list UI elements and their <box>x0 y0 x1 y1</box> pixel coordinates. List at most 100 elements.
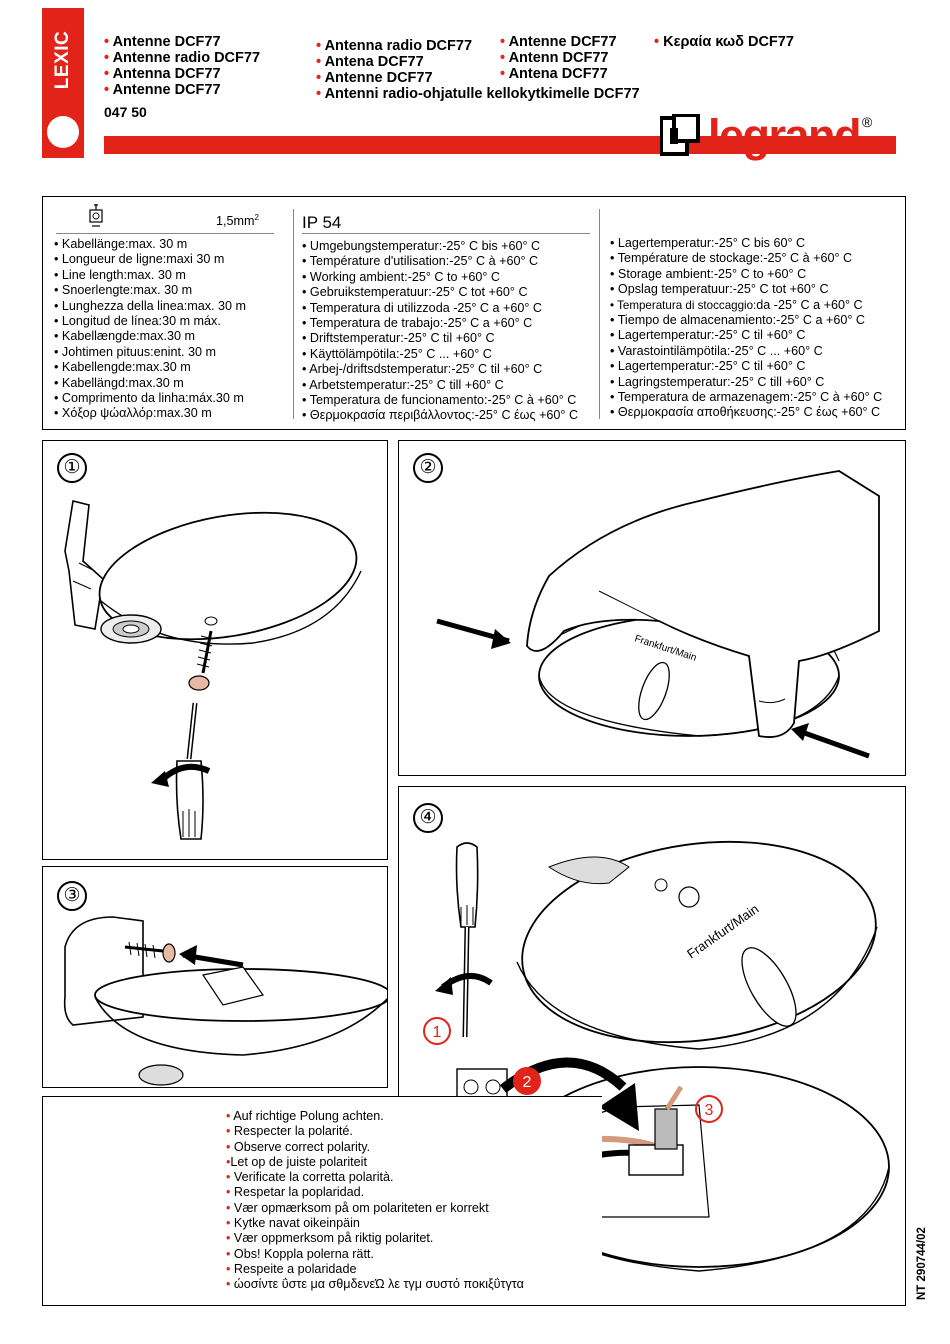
step-number: ② <box>413 453 443 483</box>
spec-label: Lagringstemperatur: <box>617 374 731 389</box>
title-line: • Antenne DCF77 <box>104 34 221 50</box>
spec-label: Varastointilämpötila: <box>617 343 731 358</box>
polarity-line: • ώοσίντε ΰστε μα σθμδενεΏ λε τγμ συστό … <box>226 1277 524 1292</box>
polarity-line: •Let op de juiste polariteit <box>226 1154 367 1169</box>
spec-label: Lunghezza della linea: <box>61 298 188 313</box>
legrand-wordmark: legrand <box>708 110 862 161</box>
spec-row: • Θερμοκρασία περιβάλλοντος:-25° C έως +… <box>302 408 579 423</box>
polarity-line: • Observe correct polarity. <box>226 1139 371 1154</box>
spec-label: Lagertemperatur: <box>617 328 715 343</box>
figure-panel-2: ② Frankfurt/Main <box>398 440 906 776</box>
spec-row: • Temperatura di stoccaggio:da -25° C a … <box>610 297 863 312</box>
spec-row: • Lagringstemperatur:-25° C till +60° C <box>610 374 825 389</box>
spec-value: -25° C a +60° C <box>776 313 865 328</box>
spec-value: -25° C έως +60° C <box>474 408 579 423</box>
spec-row: • Kabellänge:max. 30 m <box>54 237 188 251</box>
spec-row: • Tiempo de almacenamiento:-25° C a +60°… <box>610 313 865 328</box>
spec-row: • Gebruikstemperatuur:-25° C tot +60° C <box>302 285 528 300</box>
spec-row: • Lagertemperatur:-25° C til +60° C <box>610 359 806 374</box>
cable-section: 1,5mm2 <box>216 213 259 229</box>
spec-label: Kabellänge: <box>61 237 129 251</box>
spec-row: • Kabellengde:max.30 m <box>54 360 191 375</box>
spec-label: Température de stockage: <box>617 251 764 266</box>
figure-2-drawing: Frankfurt/Main <box>436 470 880 759</box>
registered-mark: ® <box>862 114 873 130</box>
spec-value: -25° C til +60° C <box>451 362 543 377</box>
title-line: • Antena DCF77 <box>316 54 424 70</box>
spec-label: Temperatura de trabajo: <box>309 316 444 331</box>
spec-row: • Comprimento da linha:máx.30 m <box>54 391 244 406</box>
title-line: • Antenne DCF77 <box>500 34 617 50</box>
spec-row: • Storage ambient:-25° C to +60° C <box>610 266 807 281</box>
spec-label: Arbej-/driftsdstemperatur: <box>309 362 452 377</box>
spec-label: Temperatura di stoccaggio: <box>617 298 757 312</box>
spec-row: • Longitud de línea:30 m máx. <box>54 314 221 329</box>
spec-row: • Lagertemperatur:-25° C til +60° C <box>610 328 806 343</box>
polarity-line: • Obs! Koppla polerna rätt. <box>226 1246 374 1261</box>
spec-label: Temperatura de funcionamento: <box>309 393 488 408</box>
title-column-2: • Antenna radio DCF77 • Antena DCF77 • A… <box>316 38 640 102</box>
spec-label: Θερμοκρασία περιβάλλοντος: <box>309 408 475 423</box>
ip-rating: IP 54 <box>302 213 342 232</box>
title-line: • Antenn DCF77 <box>500 50 609 66</box>
spec-value: 30 m máx. <box>162 314 221 329</box>
rule <box>56 233 274 234</box>
spec-label: Lagertemperatur: <box>617 359 715 374</box>
spec-value: -25° C til +60° C <box>714 328 806 343</box>
polarity-line: • Respetar la poplaridad. <box>226 1185 365 1200</box>
polarity-line: • Kytke navat oikeinpäin <box>226 1216 360 1231</box>
lexic-dot-icon <box>47 116 79 148</box>
spec-row: • Temperatura de armazenagem:-25° C à +6… <box>610 390 883 405</box>
spec-label: Arbetstemperatur: <box>309 377 411 392</box>
spec-label: Line length: <box>61 267 128 282</box>
spec-label: Comprimento da linha: <box>61 391 189 406</box>
figure-1-drawing <box>64 500 362 840</box>
spec-value: -25° C bis +60° C <box>442 239 541 253</box>
working-temperature-list: • Umgebungstemperatur:-25° C bis +60° C•… <box>302 239 578 424</box>
spec-label: Kabellængde: <box>61 329 140 344</box>
title-line: • Antenna DCF77 <box>104 66 221 82</box>
spec-value: enint. 30 m <box>153 344 216 359</box>
polarity-line: • Respeite a polaridade <box>226 1261 357 1276</box>
spec-label: Χόξορ ψώαλλόρ: <box>61 406 157 421</box>
spec-label: Temperatura di utilizzo <box>309 300 436 315</box>
polarity-line: • Respecter la polarité. <box>226 1124 353 1139</box>
title-column-3: • Antenne DCF77 • Antenn DCF77 • Antena … <box>500 34 617 82</box>
spec-label: Temperatura de armazenagem: <box>617 390 794 405</box>
spec-value: max.30 m <box>128 375 184 390</box>
spec-row: • Working ambient:-25° C to +60° C <box>302 269 501 284</box>
spec-value: -25° C to +60° C <box>407 269 501 284</box>
title-line: • Antenne radio DCF77 <box>104 50 261 66</box>
spec-value: -25° C à +60° C <box>449 254 539 269</box>
spec-row: • Température de stockage:-25° C à +60° … <box>610 251 853 266</box>
spec-row: • Driftstemperatur:-25° C til +60° C <box>302 331 495 346</box>
spec-label: Umgebungstemperatur: <box>309 239 443 253</box>
spec-row: • Line length:max. 30 m <box>54 267 186 282</box>
spec-label: Θερμοκρασία αποθήκευσης: <box>617 405 777 420</box>
title-line: • Antenne DCF77 <box>316 70 433 86</box>
spec-value: max.30 m <box>139 329 195 344</box>
spec-row: • Arbetstemperatur:-25° C till +60° C <box>302 377 504 392</box>
step-number: ③ <box>57 881 87 911</box>
title-column-4: • Κεραία κωδ DCF77 <box>654 34 794 50</box>
spec-value: -25° C tot +60° C <box>732 282 829 297</box>
polarity-line: • Auf richtige Polung achten. <box>226 1109 384 1123</box>
spec-value: -25° C til +60° C <box>714 359 806 374</box>
spec-value: -25° C till +60° C <box>410 377 504 392</box>
spec-label: Longueur de ligne: <box>61 252 167 267</box>
spec-value: -25° C à +60° C <box>793 390 883 405</box>
title-line: • Antenne DCF77 <box>104 82 221 98</box>
cable-terminal-icon <box>89 204 103 227</box>
spec-label: Working ambient: <box>309 269 408 284</box>
product-code: 047 50 <box>104 104 147 120</box>
title-line: • Antena DCF77 <box>500 66 608 82</box>
spec-value: max. 30 m <box>127 267 186 282</box>
storage-temperature-list: • Lagertemperatur:-25° C bis 60° C• Temp… <box>610 236 882 421</box>
svg-text:2: 2 <box>523 1074 532 1091</box>
spec-row: • Lagertemperatur:-25° C bis 60° C <box>610 236 806 250</box>
spec-row: • Temperatura de trabajo:-25° C a +60° C <box>302 316 533 331</box>
spec-value: max.30 m <box>156 406 212 421</box>
spec-value: -25° C tot +60° C <box>431 285 528 300</box>
document-reference: NT 290744/02 <box>916 1227 928 1300</box>
spec-row: • Température d'utilisation:-25° C à +60… <box>302 254 539 269</box>
